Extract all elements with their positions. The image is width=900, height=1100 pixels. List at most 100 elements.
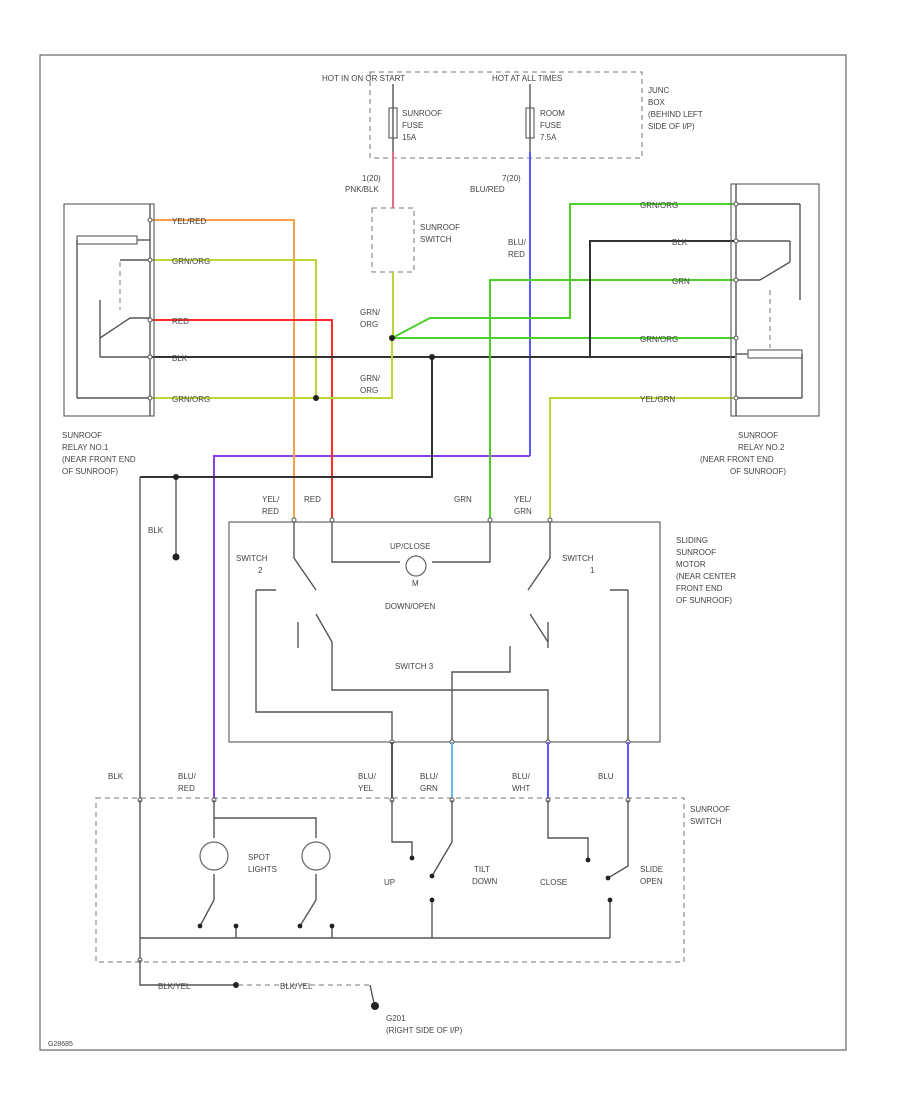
motor-label-line5: FRONT END <box>676 584 723 593</box>
relay1-wire-label-1: YEL/RED <box>172 217 206 226</box>
sw-slide-open-line1: SLIDE <box>640 865 663 874</box>
sw-wire-blu-red-2: RED <box>178 784 195 793</box>
sw-close-label: CLOSE <box>540 878 567 887</box>
wire-label-blu-red-top-2: BLU/RED <box>470 185 505 194</box>
motor-label-line4: (NEAR CENTER <box>676 572 736 581</box>
sw-up-label: UP <box>384 878 395 887</box>
room-fuse-line1: ROOM <box>540 109 565 118</box>
motor-wire-red: RED <box>304 495 321 504</box>
motor-wire-yel-red-2: RED <box>262 507 279 516</box>
relay2-label-line1: SUNROOF <box>738 431 778 440</box>
relay-no-1: YEL/RED GRN/ORG RED BLK GRN/ORG SUNROOF … <box>62 203 210 476</box>
motor-icon <box>405 555 427 577</box>
motor-label-line1: SLIDING <box>676 536 708 545</box>
sunroof-fuse-line1: SUNROOF <box>402 109 442 118</box>
wire-yel-red <box>150 219 295 518</box>
sw-wire-blu-wht-2: WHT <box>512 784 530 793</box>
switch2-line1: SWITCH <box>236 554 268 563</box>
sunroof-fuse-line2: FUSE <box>402 121 423 130</box>
relay-no-2: GRN/ORG BLK GRN GRN/ORG YEL/GRN SUNROOF … <box>640 183 820 476</box>
sw-wire-blu-grn-2: GRN <box>420 784 438 793</box>
lower-switch-line1: SUNROOF <box>690 805 730 814</box>
switch2-line2: 2 <box>258 566 263 575</box>
wire-label-blu-red-top-1: 7(20) <box>502 174 521 183</box>
relay2-wire-label-4: GRN/ORG <box>640 335 678 344</box>
junc-box-line4: SIDE OF I/P) <box>648 122 695 131</box>
junc-box-line1: JUNC <box>648 86 670 95</box>
sw-slide-open-line2: OPEN <box>640 877 663 886</box>
relay1-label-line1: SUNROOF <box>62 431 102 440</box>
ground-label-line2: (RIGHT SIDE OF I/P) <box>386 1026 463 1035</box>
switch3-label: SWITCH 3 <box>395 662 434 671</box>
relay1-label-line3: (NEAR FRONT END <box>62 455 136 464</box>
wire-label-blu-red-mid-1: BLU/ <box>508 238 527 247</box>
sw-wire-blu-yel-1: BLU/ <box>358 772 377 781</box>
upper-sunroof-switch: SUNROOF SWITCH <box>371 207 460 273</box>
relay2-wire-label-2: BLK <box>672 238 688 247</box>
sw-wire-blu-wht-1: BLU/ <box>512 772 531 781</box>
relay2-wire-label-5: YEL/GRN <box>640 395 675 404</box>
sliding-sunroof-motor: M UP/CLOSE DOWN/OPEN SWITCH 2 SWITCH 1 S… <box>228 517 736 745</box>
wire-label-pnk-blk-2: PNK/BLK <box>345 185 379 194</box>
relay2-wire-label-3: GRN <box>672 277 690 286</box>
wire-yel-grn <box>549 397 735 518</box>
relay2-label-line4: OF SUNROOF) <box>730 467 786 476</box>
wire-label-grn-org-1b: ORG <box>360 320 378 329</box>
sunroof-fuse-line3: 15A <box>402 133 417 142</box>
ground-label-line1: G201 <box>386 1014 406 1023</box>
wire-grn <box>489 279 735 518</box>
junction-box: HOT IN ON OR START HOT AT ALL TIMES JUNC… <box>322 71 703 159</box>
wire-label-grn-org-2b: ORG <box>360 386 378 395</box>
wire-grn-org-r1b <box>150 338 393 399</box>
upper-switch-line2: SWITCH <box>420 235 452 244</box>
motor-wire-grn: GRN <box>454 495 472 504</box>
sw-tilt-down-line2: DOWN <box>472 877 498 886</box>
spot-light-1-icon <box>199 841 229 871</box>
wire-label-blu-red-mid-2: RED <box>508 250 525 259</box>
lower-switch-line2: SWITCH <box>690 817 722 826</box>
relay1-wire-label-2: GRN/ORG <box>172 257 210 266</box>
outer-frame <box>39 54 847 1051</box>
relay2-label-line3: (NEAR FRONT END <box>700 455 774 464</box>
relay1-label-line4: OF SUNROOF) <box>62 467 118 476</box>
relay1-wire-label-3: RED <box>172 317 189 326</box>
relay1-wire-label-4: BLK <box>172 354 188 363</box>
relay1-wire-label-5: GRN/ORG <box>172 395 210 404</box>
room-fuse-line2: FUSE <box>540 121 561 130</box>
junc-box-line3: (BEHIND LEFT <box>648 110 703 119</box>
motor-label-line6: OF SUNROOF) <box>676 596 732 605</box>
motor-wire-yel-grn-1: YEL/ <box>514 495 532 504</box>
wire-grn-org-r1a <box>150 259 317 398</box>
sw-wire-blk: BLK <box>108 772 124 781</box>
down-open-label: DOWN/OPEN <box>385 602 435 611</box>
spot-lights-line2: LIGHTS <box>248 865 277 874</box>
bottom-wire-label-2: BLK/YEL <box>280 982 313 991</box>
sw-wire-blu-grn-1: BLU/ <box>420 772 439 781</box>
ground-icon <box>371 1002 379 1010</box>
relay2-label-line2: RELAY NO.2 <box>738 443 785 452</box>
sw-wire-blu: BLU <box>598 772 614 781</box>
bottom-wire-label-1: BLK/YEL <box>158 982 191 991</box>
footer-code: G28685 <box>48 1041 73 1048</box>
wire-blu-red-purple <box>213 455 530 800</box>
spot-light-2-icon <box>301 841 331 871</box>
wire-red <box>150 319 333 518</box>
motor-label-line2: SUNROOF <box>676 548 716 557</box>
sw-wire-blu-yel-2: YEL <box>358 784 374 793</box>
hot-start-label: HOT IN ON OR START <box>322 74 405 83</box>
switch1-line2: 1 <box>590 566 595 575</box>
motor-label-line3: MOTOR <box>676 560 706 569</box>
switch1-line1: SWITCH <box>562 554 594 563</box>
sw-wire-blu-red-1: BLU/ <box>178 772 197 781</box>
relay2-wire-label-1: GRN/ORG <box>640 201 678 210</box>
upper-switch-line1: SUNROOF <box>420 223 460 232</box>
up-close-label: UP/CLOSE <box>390 542 430 551</box>
wire-label-grn-org-2a: GRN/ <box>360 374 381 383</box>
hot-all-label: HOT AT ALL TIMES <box>492 74 562 83</box>
sw-tilt-down-line1: TILT <box>474 865 490 874</box>
wire-label-pnk-blk-1: 1(20) <box>362 174 381 183</box>
sunroof-fuse-icon <box>388 107 398 139</box>
relay1-label-line2: RELAY NO.1 <box>62 443 109 452</box>
room-fuse-icon <box>525 107 535 139</box>
